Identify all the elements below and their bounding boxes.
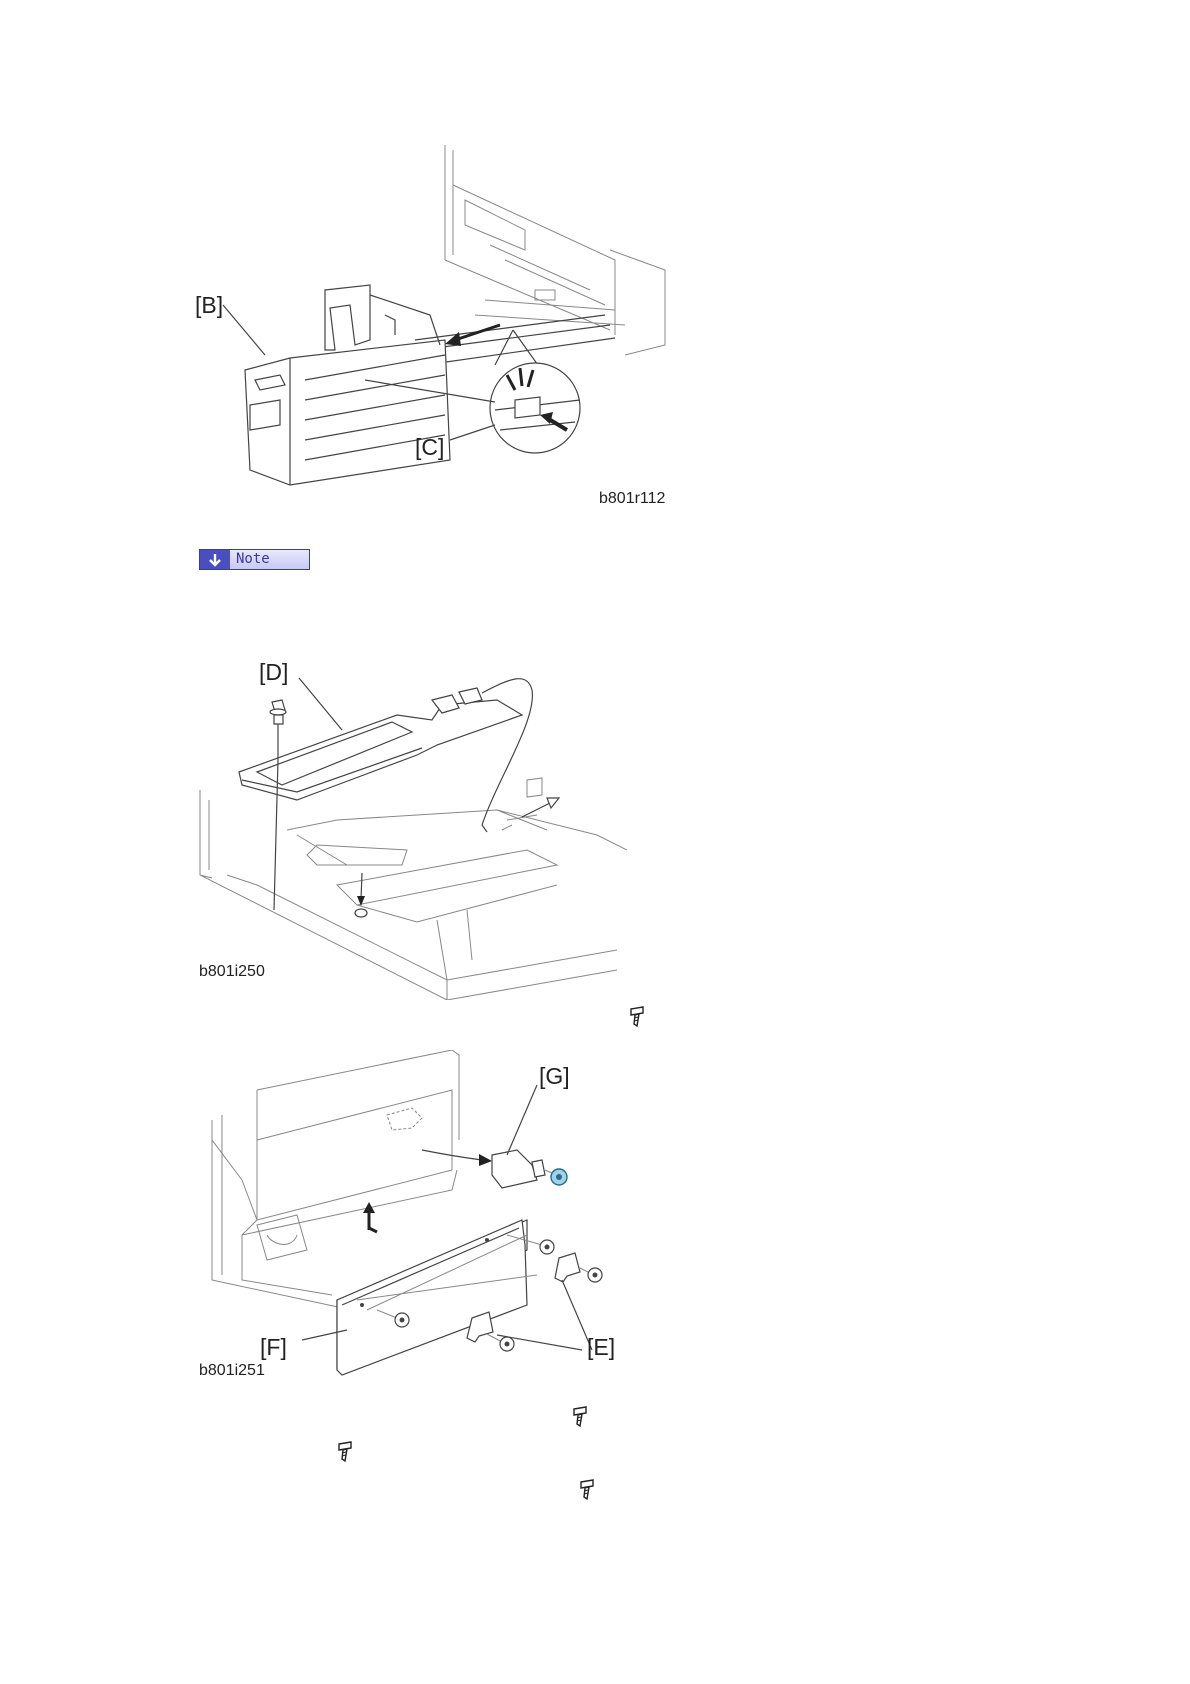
- screw-icon: [629, 1006, 645, 1033]
- figure-code: b801r112: [599, 490, 665, 508]
- copier-body: [445, 145, 665, 355]
- label-f: [F]: [260, 1334, 287, 1360]
- note-label: Note: [230, 550, 309, 569]
- note-badge: Note: [199, 549, 310, 570]
- label-c: [C]: [415, 434, 444, 460]
- label-g: [G]: [539, 1063, 570, 1089]
- cover-f: [337, 1220, 537, 1375]
- bracket-e: [555, 1253, 602, 1282]
- label-e: [E]: [587, 1334, 615, 1360]
- figure-code: b801i250: [199, 963, 265, 981]
- screw-icon: [572, 1406, 588, 1433]
- bracket-g: [492, 1150, 567, 1188]
- screw-icon: [337, 1441, 353, 1468]
- screw-icon: [579, 1479, 595, 1506]
- label-d: [D]: [259, 660, 288, 685]
- figure-board-d: [D]: [197, 660, 627, 1000]
- bracket-e: [467, 1312, 514, 1351]
- figure-code: b801i251: [199, 1362, 265, 1380]
- figure-tray-removal: [B] [C]: [195, 140, 675, 515]
- down-arrow-icon: [200, 550, 230, 569]
- label-b: [B]: [195, 292, 223, 318]
- screw-icon: [551, 1169, 567, 1185]
- figure-cover-f: [G] [F] [E]: [197, 1050, 657, 1380]
- screw-icon: [270, 700, 286, 910]
